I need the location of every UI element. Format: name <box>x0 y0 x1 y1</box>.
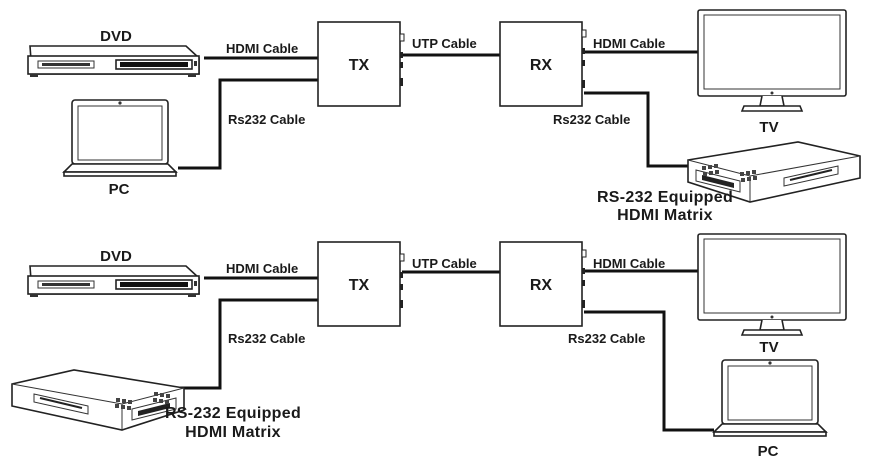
rs232-cable-rx-to-pc <box>584 310 714 432</box>
tx-box <box>317 241 405 327</box>
hdmi-matrix-icon <box>11 369 185 431</box>
pc-label: PC <box>758 443 779 460</box>
rs232-cable-label-in: Rs232 Cable <box>228 331 305 346</box>
rx-label: RX <box>530 277 553 294</box>
pc-laptop-icon <box>63 99 177 177</box>
hdmi-cable-label-in: HDMI Cable <box>226 41 298 56</box>
tx-label: TX <box>349 277 370 294</box>
hdmi-cable-label-out: HDMI Cable <box>593 256 665 271</box>
rs232-cable-matrix-to-tx <box>180 298 318 390</box>
dvd-player-icon <box>27 45 200 78</box>
rx-label: RX <box>530 57 553 74</box>
utp-cable-label: UTP Cable <box>412 36 477 51</box>
tx-box <box>317 21 405 107</box>
tv-label: TV <box>759 339 778 356</box>
utp-cable-label: UTP Cable <box>412 256 477 271</box>
rs232-cable-label-out: Rs232 Cable <box>553 112 630 127</box>
diagram-top: TX RX DVD HDMI Cable UTP Cable HDMI Cabl… <box>27 9 861 224</box>
rs232-cable-label-in: Rs232 Cable <box>228 112 305 127</box>
tv-icon <box>697 9 847 112</box>
hdmi-cable-label-out: HDMI Cable <box>593 36 665 51</box>
dvd-label: DVD <box>100 28 132 45</box>
matrix-label-line2: HDMI Matrix <box>185 424 281 441</box>
rx-box <box>499 241 587 327</box>
tv-icon <box>697 233 847 336</box>
tv-label: TV <box>759 119 778 136</box>
rx-box <box>499 21 587 107</box>
dvd-label: DVD <box>100 248 132 265</box>
diagram-bottom: TX RX DVD HDMI Cable UTP Cable HDMI Cabl… <box>11 233 847 460</box>
dvd-player-icon <box>27 265 200 298</box>
rs232-cable-rx-to-matrix <box>584 91 694 168</box>
hdmi-cable-label-in: HDMI Cable <box>226 261 298 276</box>
matrix-label-line1: RS-232 Equipped <box>597 189 733 206</box>
matrix-label-line2: HDMI Matrix <box>617 207 713 224</box>
rs232-cable-label-out: Rs232 Cable <box>568 331 645 346</box>
rs232-cable-pc-to-tx <box>178 78 318 170</box>
tx-label: TX <box>349 57 370 74</box>
pc-laptop-icon <box>713 359 827 437</box>
matrix-label-line1: RS-232 Equipped <box>165 405 301 422</box>
pc-label: PC <box>109 181 130 198</box>
